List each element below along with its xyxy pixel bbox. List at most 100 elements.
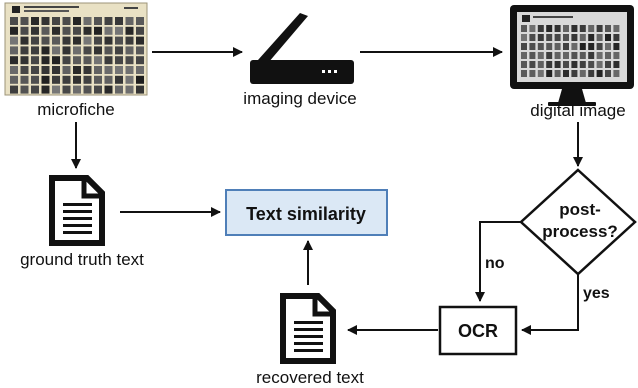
- microfiche-frame: [136, 36, 144, 45]
- microfiche-frame: [125, 66, 134, 74]
- microfiche-frame: [521, 34, 527, 41]
- microfiche-frame: [125, 36, 134, 45]
- microfiche-frame: [94, 17, 102, 25]
- microfiche-frame: [104, 36, 113, 45]
- microfiche-frame: [94, 66, 102, 74]
- microfiche-frame: [62, 36, 71, 45]
- microfiche-frame: [52, 46, 60, 55]
- microfiche-frame: [115, 26, 123, 35]
- microfiche-frame: [104, 75, 113, 84]
- microfiche-frame: [546, 34, 553, 41]
- microfiche-frame: [10, 56, 18, 65]
- microfiche-frame: [73, 56, 81, 65]
- microfiche-frame: [596, 70, 603, 77]
- digital-image-label: digital image: [530, 101, 625, 120]
- microfiche-frame: [136, 26, 144, 35]
- microfiche-frame: [136, 75, 144, 84]
- microfiche-frame: [20, 56, 29, 65]
- microfiche-frame: [83, 26, 92, 35]
- microfiche-frame: [62, 17, 71, 25]
- microfiche-frame: [115, 66, 123, 74]
- microfiche-frame: [563, 25, 569, 32]
- microfiche-frame: [529, 43, 536, 50]
- microfiche-frame: [31, 66, 39, 74]
- microfiche-frame: [537, 34, 544, 41]
- microfiche-frame: [10, 46, 18, 55]
- microfiche-frame: [104, 26, 113, 35]
- microfiche-frame: [529, 61, 536, 68]
- microfiche-frame: [41, 56, 50, 65]
- microfiche-frame: [554, 43, 561, 50]
- microfiche-frame: [563, 61, 569, 68]
- microfiche-frame: [563, 52, 569, 59]
- microfiche-frame: [115, 46, 123, 55]
- microfiche-frame: [83, 85, 92, 94]
- microfiche-frame: [588, 52, 595, 59]
- microfiche-frame: [537, 25, 544, 32]
- microfiche-frame: [104, 17, 113, 25]
- microfiche-frame: [605, 61, 611, 68]
- microfiche-frame: [554, 70, 561, 77]
- microfiche-frame: [73, 17, 81, 25]
- microfiche-frame: [62, 26, 71, 35]
- ocr-label: OCR: [458, 321, 498, 341]
- microfiche-frame: [94, 56, 102, 65]
- microfiche-frame: [104, 66, 113, 74]
- microfiche-frame: [588, 61, 595, 68]
- microfiche-frame: [579, 70, 586, 77]
- microfiche-frame: [83, 17, 92, 25]
- microfiche-frame: [10, 26, 18, 35]
- microfiche-frame: [41, 75, 50, 84]
- microfiche-frame: [529, 34, 536, 41]
- text-similarity-label: Text similarity: [246, 204, 366, 224]
- ground-truth-label: ground truth text: [20, 250, 144, 269]
- microfiche-frame: [136, 85, 144, 94]
- microfiche-frame: [94, 26, 102, 35]
- microfiche-frame: [136, 56, 144, 65]
- microfiche-frame: [537, 43, 544, 50]
- microfiche-frame: [10, 36, 18, 45]
- microfiche-frame: [62, 46, 71, 55]
- yes-edge-label: yes: [583, 285, 610, 302]
- microfiche-frame: [52, 66, 60, 74]
- microfiche-frame: [83, 36, 92, 45]
- recovered-text-label: recovered text: [256, 368, 364, 387]
- microfiche-frame: [596, 34, 603, 41]
- microfiche-frame: [41, 85, 50, 94]
- microfiche-frame: [62, 66, 71, 74]
- microfiche-frame: [20, 26, 29, 35]
- microfiche-frame: [94, 85, 102, 94]
- microfiche-frame: [73, 46, 81, 55]
- microfiche-frame: [31, 85, 39, 94]
- microfiche-frame: [546, 70, 553, 77]
- microfiche-frame: [521, 43, 527, 50]
- microfiche-frame: [10, 66, 18, 74]
- microfiche-frame: [579, 34, 586, 41]
- ocr-box: [438, 305, 518, 356]
- microfiche-frame: [41, 66, 50, 74]
- microfiche-frame: [588, 43, 595, 50]
- microfiche-frame: [579, 52, 586, 59]
- microfiche-frame: [613, 61, 620, 68]
- microfiche-frame: [563, 43, 569, 50]
- microfiche-frame: [41, 36, 50, 45]
- flatbed-scanner-icon: [250, 13, 354, 84]
- microfiche-frame: [115, 85, 123, 94]
- microfiche-frame: [605, 25, 611, 32]
- microfiche-frame: [125, 85, 134, 94]
- microfiche-frame: [104, 85, 113, 94]
- microfiche-frame: [73, 26, 81, 35]
- microfiche-frame: [115, 75, 123, 84]
- microfiche-frame: [125, 17, 134, 25]
- microfiche-frame: [521, 61, 527, 68]
- microfiche-frame: [115, 17, 123, 25]
- microfiche-frame: [136, 46, 144, 55]
- microfiche-frame: [605, 43, 611, 50]
- microfiche-frame: [62, 56, 71, 65]
- microfiche-frame: [83, 56, 92, 65]
- microfiche-frame: [571, 43, 578, 50]
- microfiche-frame: [571, 70, 578, 77]
- microfiche-frame: [31, 36, 39, 45]
- ground-truth-document-icon: [49, 175, 105, 246]
